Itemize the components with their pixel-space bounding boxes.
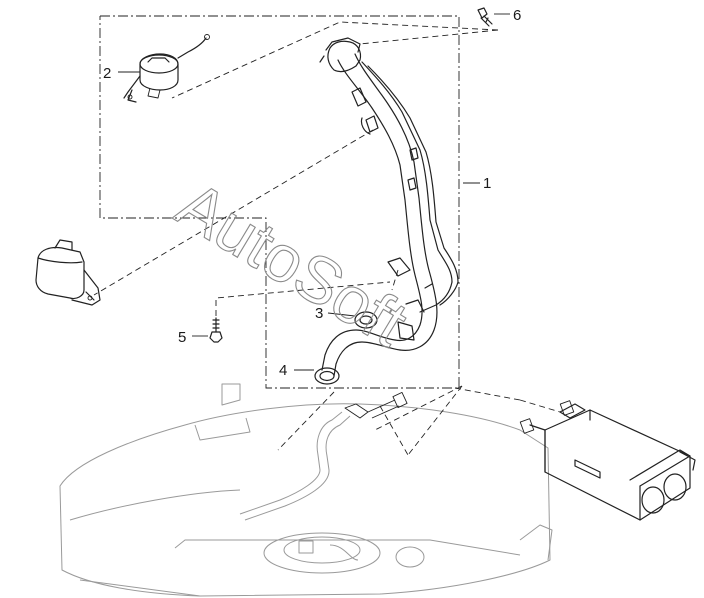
callout-3: 3 (315, 305, 323, 322)
evap-valve (35, 239, 101, 306)
callout-4: 4 (279, 362, 287, 379)
bolt-6 (477, 7, 493, 27)
fuel-tank (59, 383, 553, 597)
callout-leaders (118, 13, 510, 371)
watermark: AutoSoft (164, 166, 420, 361)
vapor-hose (239, 391, 408, 521)
grommet-ring (354, 311, 378, 329)
filler-neck (319, 37, 459, 377)
assembly-boundary (99, 15, 460, 389)
callout-6: 6 (513, 7, 521, 24)
callout-2: 2 (103, 65, 111, 82)
callout-1: 1 (483, 175, 491, 192)
bolt-5 (209, 317, 223, 343)
dashed-leaders (93, 21, 561, 456)
charcoal-canister (519, 400, 696, 521)
callout-5: 5 (178, 329, 186, 346)
seal-ring (314, 367, 340, 385)
callout-labels: 1 2 3 4 5 6 (103, 7, 521, 379)
fuel-cap (123, 34, 210, 103)
watermark-text: AutoSoft (165, 167, 420, 361)
